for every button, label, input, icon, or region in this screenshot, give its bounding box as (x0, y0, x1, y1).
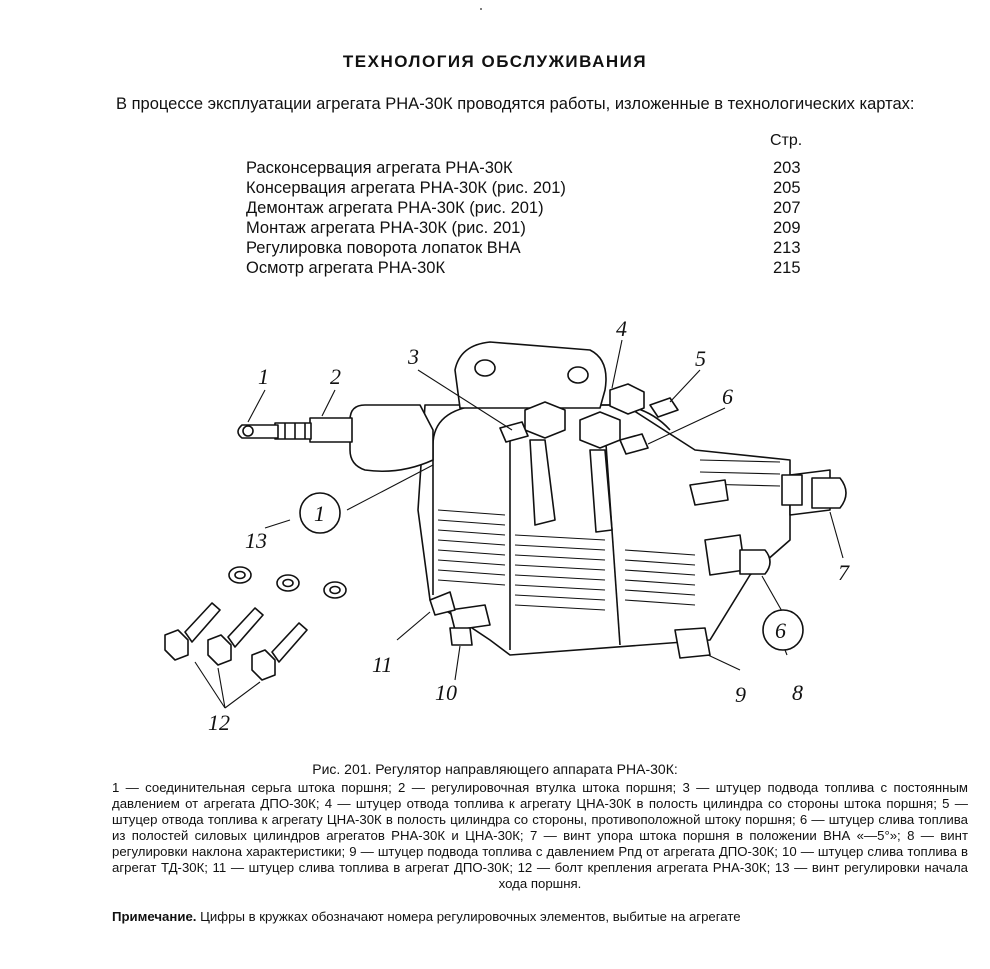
toc-page: 215 (773, 259, 801, 277)
toc-label: Расконсервация агрегата РНА-30К (246, 159, 513, 177)
toc-label: Регулировка поворота лопаток ВНА (246, 239, 521, 257)
callout-5: 5 (695, 346, 706, 371)
stop-screw-assembly (689, 469, 847, 576)
page-title: ТЕХНОЛОГИЯ ОБСЛУЖИВАНИЯ (342, 52, 648, 71)
intro-paragraph: В процессе эксплуатации агрегата РНА-30К… (116, 95, 915, 113)
washers (228, 566, 347, 599)
note-text: Цифры в кружках обозначают номера регули… (196, 909, 741, 924)
callout-11: 11 (372, 652, 392, 677)
leader-lines (194, 339, 844, 709)
callout-3: 3 (407, 344, 419, 369)
toc-page: 213 (773, 239, 801, 257)
piston-rod-assembly (237, 404, 434, 473)
toc-page-header: Стр. (770, 132, 803, 149)
footnote: Примечание. Цифры в кружках обозначают н… (112, 909, 972, 925)
regulator-body (417, 341, 791, 656)
figure-legend: 1 — соединительная серьга штока поршня; … (112, 780, 968, 891)
callout-2: 2 (330, 364, 341, 389)
note-label: Примечание. (112, 909, 197, 924)
table-of-contents: Расконсервация агрегата РНА-30К 203 Консе… (246, 158, 806, 278)
callout-4: 4 (616, 316, 627, 341)
bottom-fittings (429, 591, 711, 659)
callout-13: 13 (245, 528, 267, 553)
toc-row: Демонтаж агрегата РНА-30К (рис. 201) 207 (246, 198, 806, 218)
callout-8: 8 (792, 680, 803, 705)
figure-caption-title: Рис. 201. Регулятор направляющего аппара… (312, 761, 678, 777)
toc-page: 205 (773, 179, 801, 197)
callout-7: 7 (838, 560, 850, 585)
toc-label: Консервация агрегата РНА-30К (рис. 201) (246, 179, 566, 197)
circled-marker-6 (762, 609, 804, 651)
regulator-illustration: 1 2 3 4 5 6 6 7 8 9 10 11 12 13 1 (150, 310, 870, 750)
toc-page: 203 (773, 159, 801, 177)
callout-6-circled: 6 (775, 618, 786, 643)
toc-label: Монтаж агрегата РНА-30К (рис. 201) (246, 219, 526, 237)
circled-marker-1 (299, 492, 341, 534)
toc-page: 209 (773, 219, 801, 237)
page-speck (480, 8, 482, 10)
callout-10: 10 (435, 680, 457, 705)
callout-12: 12 (208, 710, 230, 735)
toc-label: Демонтаж агрегата РНА-30К (рис. 201) (246, 199, 544, 217)
callout-1: 1 (258, 364, 269, 389)
toc-row: Консервация агрегата РНА-30К (рис. 201) 2… (246, 178, 806, 198)
toc-row: Монтаж агрегата РНА-30К (рис. 201) 209 (246, 218, 806, 238)
callout-6: 6 (722, 384, 733, 409)
toc-page: 207 (773, 199, 801, 217)
toc-row: Осмотр агрегата РНА-30К 215 (246, 258, 806, 278)
toc-row: Регулировка поворота лопаток ВНА 213 (246, 238, 806, 258)
mounting-bolts (164, 602, 308, 681)
circled-label-1: 1 (314, 501, 325, 526)
regulator-drawing: 1 2 3 4 5 6 6 7 8 9 10 11 12 13 1 (164, 316, 850, 735)
toc-label: Осмотр агрегата РНА-30К (246, 259, 446, 277)
toc-row: Расконсервация агрегата РНА-30К 203 (246, 158, 806, 178)
callout-9: 9 (735, 682, 746, 707)
